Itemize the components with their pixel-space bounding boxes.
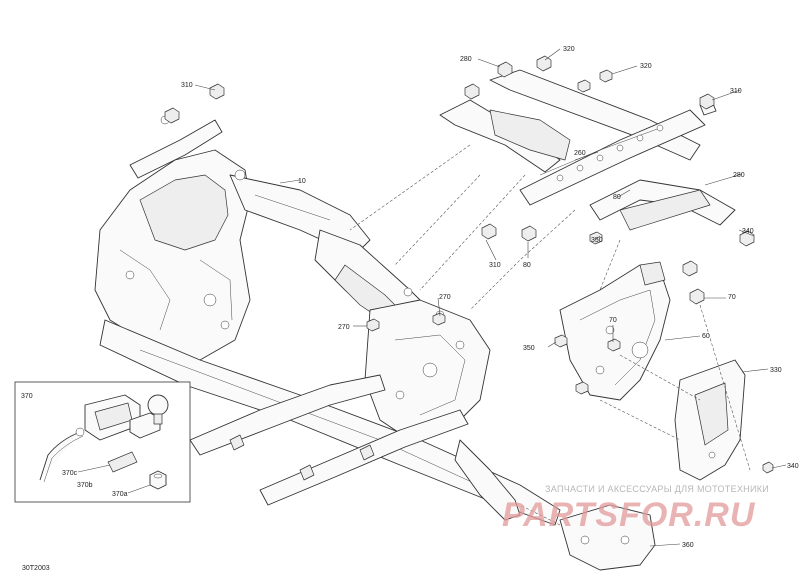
callout-310-mid: 310 <box>489 262 501 269</box>
inset-label-370b: 370b <box>77 482 93 489</box>
callout-70-mid: 70 <box>609 317 617 324</box>
plate-330 <box>674 359 746 481</box>
callout-270-top: 270 <box>439 294 451 301</box>
leader-lines <box>194 48 787 547</box>
callout-80-top: 80 <box>613 194 621 201</box>
callout-10: 10 <box>298 178 306 185</box>
callout-70-right: 70 <box>728 294 736 301</box>
callout-280-top: 280 <box>460 56 472 63</box>
inset-label-370c: 370c <box>62 470 78 477</box>
watermark-logo: PARTSFOR.RU <box>502 496 756 534</box>
watermark-tagline: ЗАПЧАСТИ И АКСЕССУАРЫ ДЛЯ МОТОТЕХНИКИ <box>545 484 769 494</box>
callout-270-mid: 270 <box>338 324 350 331</box>
callout-350-mid: 350 <box>523 345 535 352</box>
main-frame <box>94 115 561 526</box>
callout-320-top: 320 <box>563 46 575 53</box>
bracket-360 <box>559 504 656 571</box>
callout-280-right: 280 <box>733 172 745 179</box>
inset-title: 370 <box>21 393 33 400</box>
callout-80-mid: 80 <box>523 262 531 269</box>
callout-350-top: 350 <box>591 237 603 244</box>
callout-260: 260 <box>574 150 586 157</box>
fasteners <box>164 55 774 474</box>
inset-label-370a: 370a <box>112 491 128 498</box>
callout-310-right: 310 <box>730 88 742 95</box>
callout-330: 330 <box>770 367 782 374</box>
callout-340-top: 340 <box>742 228 754 235</box>
callout-360: 360 <box>682 542 694 549</box>
rear-subframe <box>439 69 736 231</box>
callout-310-left: 310 <box>181 82 193 89</box>
side-bracket <box>559 261 671 401</box>
diagram-code: 30T2003 <box>22 565 50 572</box>
watermark: ЗАПЧАСТИ И АКСЕССУАРЫ ДЛЯ МОТОТЕХНИКИ PA… <box>502 484 769 534</box>
inset-370: 370 370c 370b 370a <box>14 381 191 503</box>
assembly-lines <box>349 144 751 526</box>
callout-60: 60 <box>702 333 710 340</box>
callout-labels: 310 10 280 320 320 310 260 280 80 340 35… <box>181 46 799 549</box>
callout-340-bottom: 340 <box>787 463 799 470</box>
callout-320-right: 320 <box>640 63 652 70</box>
